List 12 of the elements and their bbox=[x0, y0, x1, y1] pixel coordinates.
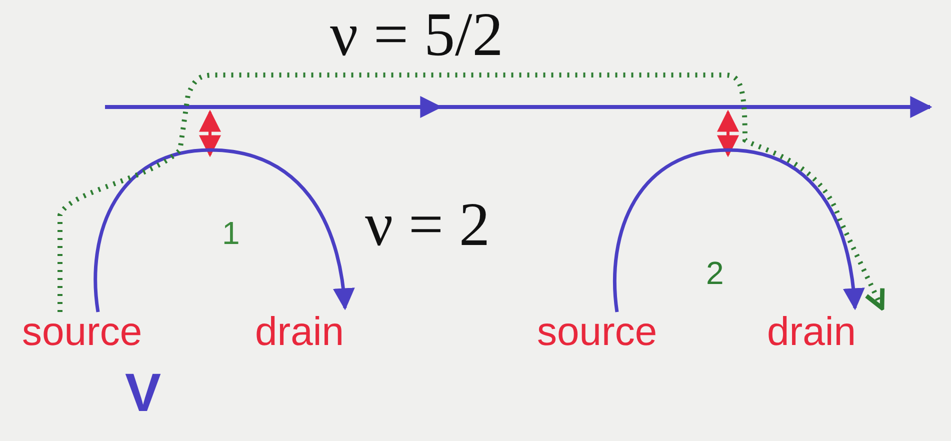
terminal-label: source bbox=[22, 312, 142, 352]
dotted-arrow bbox=[58, 72, 885, 312]
region-number: 1 bbox=[222, 215, 240, 252]
terminal-label: drain bbox=[767, 312, 856, 352]
edge-arrow bbox=[613, 148, 864, 312]
filling-factor-label: ν = 5/2 bbox=[330, 0, 504, 70]
terminal-label: source bbox=[537, 312, 658, 352]
filling-factor-label: ν = 2 bbox=[365, 190, 490, 261]
edge-arrow bbox=[94, 148, 354, 312]
region-number: 2 bbox=[706, 255, 724, 292]
terminal-label: drain bbox=[255, 312, 344, 352]
voltage-label: V bbox=[125, 362, 162, 424]
